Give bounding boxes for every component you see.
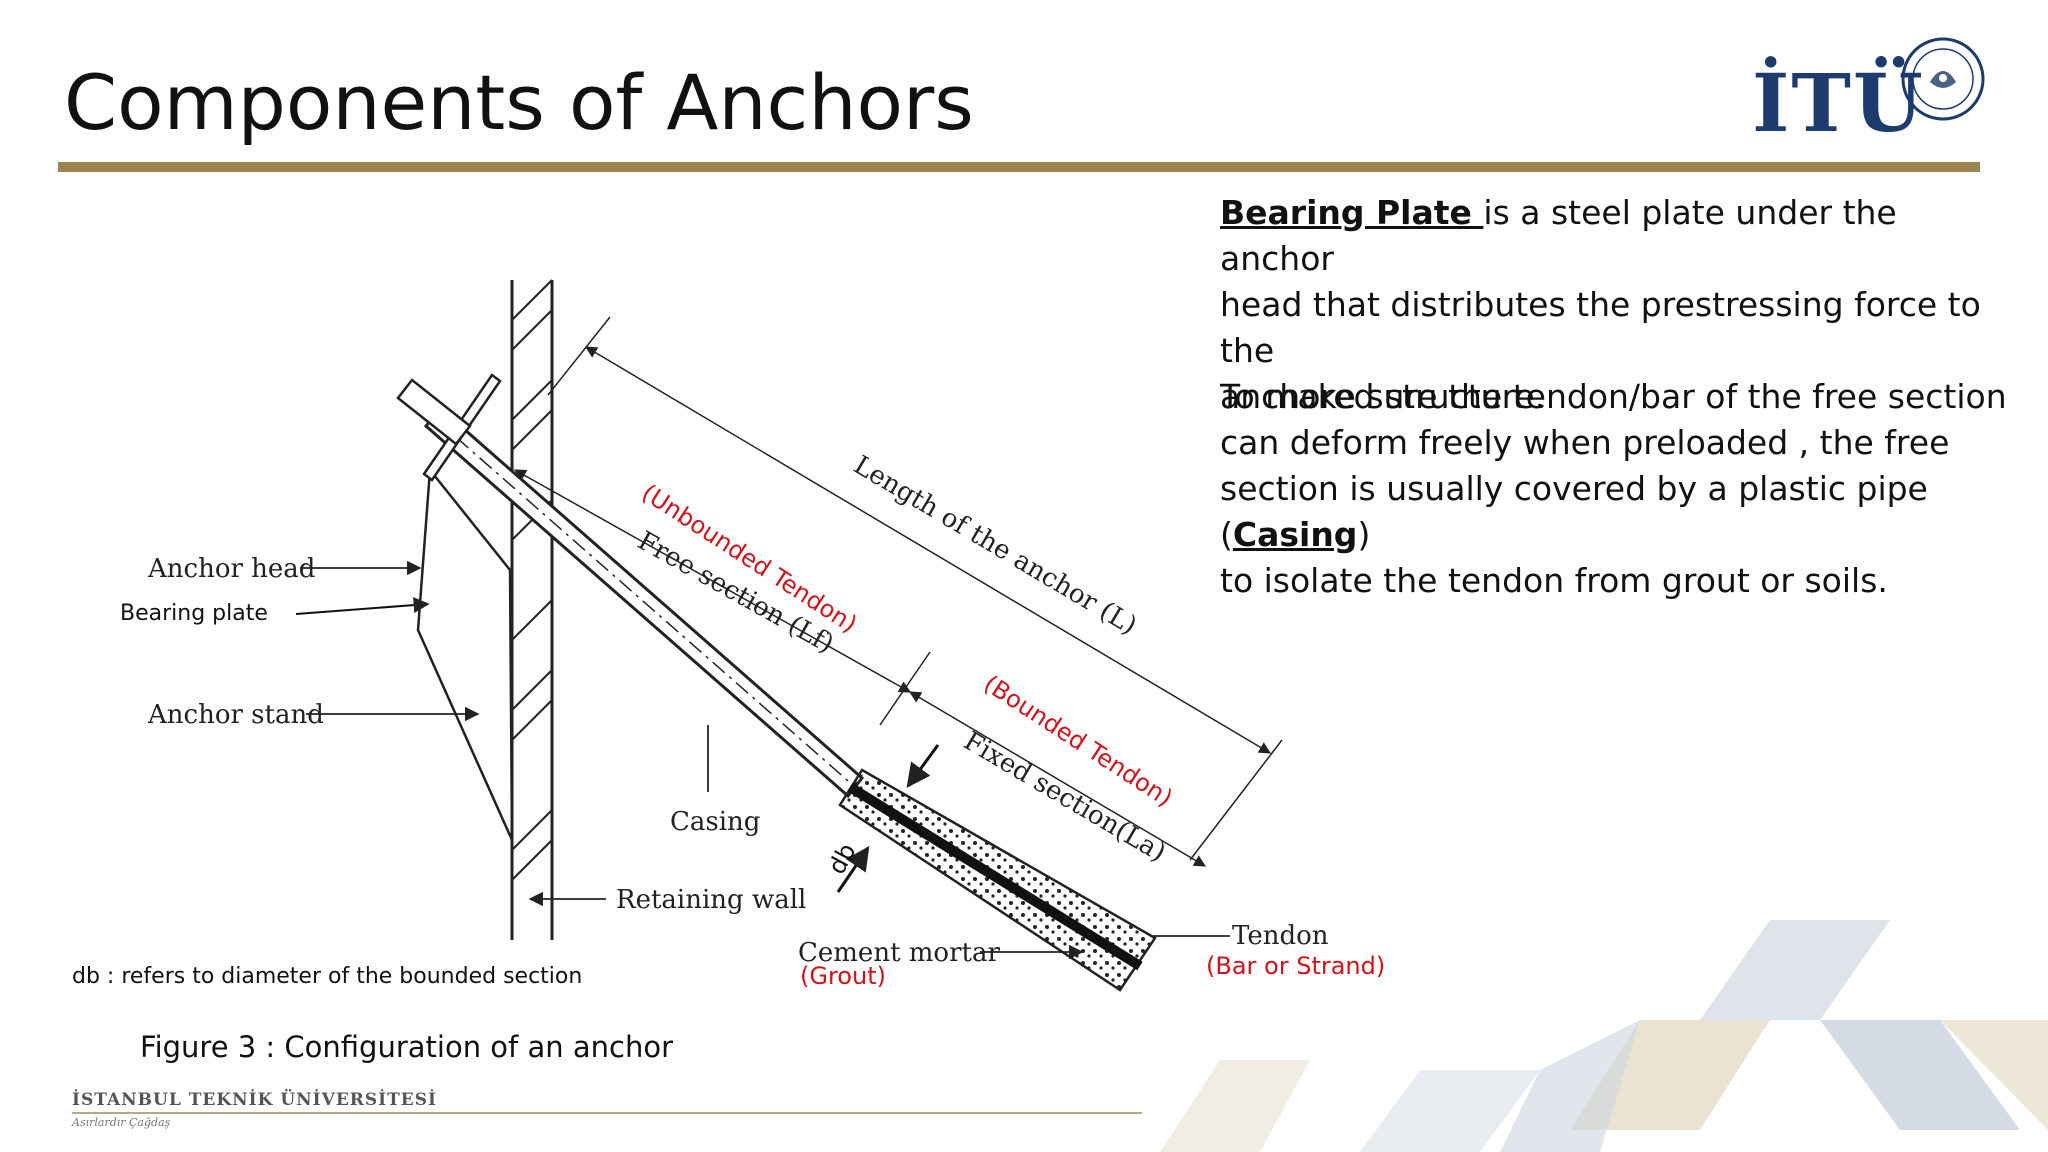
section-split-tick <box>879 651 931 726</box>
bearing-plate-term: Bearing Plate <box>1220 193 1484 232</box>
anchor-head <box>396 378 472 446</box>
retaining-wall <box>510 279 554 940</box>
grout-label: (Grout) <box>800 962 886 990</box>
paragraph1-line3: anchored structure. <box>1220 377 1546 416</box>
anchor-stand-label: Anchor stand <box>147 700 324 730</box>
title-divider <box>58 162 1980 172</box>
bar-strand-label: (Bar or Strand) <box>1206 952 1385 980</box>
free-section-dimension <box>513 469 912 693</box>
paragraph2-line4: to isolate the tendon from grout or soil… <box>1220 561 1888 600</box>
db-arrow-bottom <box>836 846 870 893</box>
bearing-plate-paragraph: Bearing Plate is a steel plate under the… <box>1220 190 2020 420</box>
university-seal-icon <box>1901 37 1985 121</box>
casing-label: Casing <box>670 807 760 837</box>
footer-university-name: İSTANBUL TEKNİK ÜNİVERSİTESİ <box>72 1090 437 1110</box>
page-title: Components of Anchors <box>64 58 974 147</box>
paragraph2-line1: To make sure the tendon/bar of the free … <box>1220 377 2007 416</box>
bearing-plate-leader <box>295 597 430 615</box>
footer-motto: Asırlardır Çağdaş <box>72 1116 171 1129</box>
anchor-diagram: Anchor head Anchor stand Casing Retainin… <box>120 279 1385 992</box>
casing-paragraph: To make sure the tendon/bar of the free … <box>1220 374 2020 604</box>
tendon-bar <box>847 782 1143 971</box>
length-label: Length of the anchor (L) <box>848 450 1141 641</box>
paragraph1-line1: is a steel plate under the anchor <box>1220 193 1897 278</box>
anchor-stand <box>416 466 514 841</box>
bearing-plate-label: Bearing plate <box>120 601 268 626</box>
footnote: db : refers to diameter of the bounded s… <box>72 964 583 989</box>
paragraph2-line3-end: ) <box>1357 515 1371 554</box>
fixed-section-dimension <box>908 691 1207 867</box>
db-arrow-top <box>906 744 940 788</box>
footer-divider <box>72 1112 1142 1114</box>
retaining-wall-label: Retaining wall <box>616 885 806 915</box>
anchor-head-label: Anchor head <box>147 554 315 584</box>
cement-mortar-label: Cement mortar <box>798 938 1000 968</box>
tendon-label: Tendon <box>1232 921 1329 951</box>
paragraph2-line2: can deform freely when preloaded , the f… <box>1220 423 1950 462</box>
decorative-triangles <box>1160 920 2048 1152</box>
figure-caption: Figure 3 : Configuration of an anchor <box>140 1030 673 1064</box>
db-label: db <box>823 839 862 879</box>
itu-logo: İTÜ <box>1752 56 1925 150</box>
